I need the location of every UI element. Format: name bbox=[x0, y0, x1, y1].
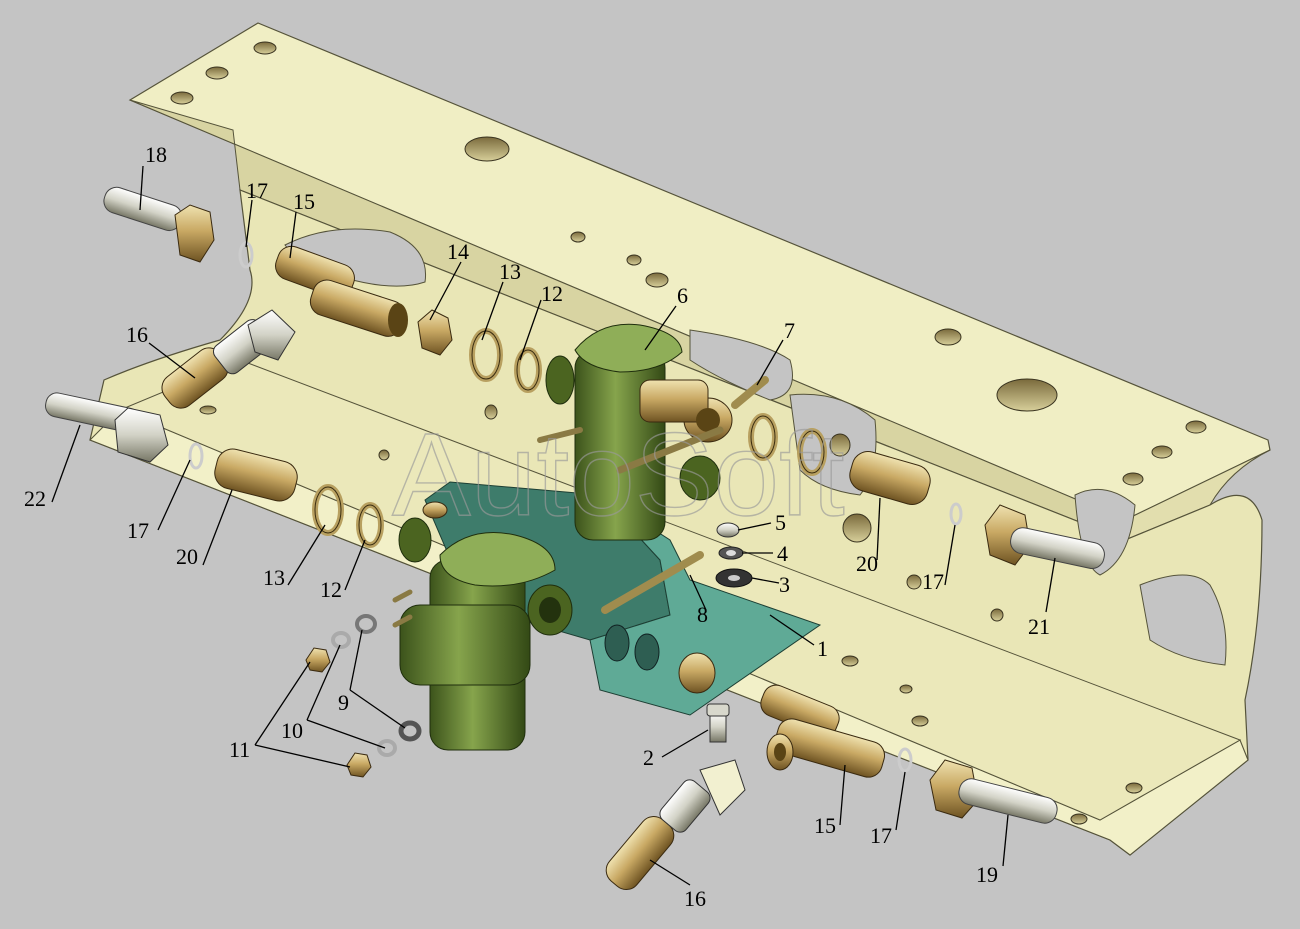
tee-fitting-15-upper bbox=[275, 245, 408, 337]
callout-7: 7 bbox=[784, 318, 795, 343]
callout-4: 4 bbox=[777, 541, 788, 566]
callout-18: 18 bbox=[145, 142, 167, 167]
callout-5: 5 bbox=[775, 510, 786, 535]
callout-14: 14 bbox=[447, 239, 469, 264]
callout-labels: 18 17 15 16 14 13 12 6 7 5 4 3 8 1 2 9 1… bbox=[24, 142, 1050, 911]
pipe-19 bbox=[929, 759, 1058, 824]
callout-11: 11 bbox=[229, 737, 250, 762]
pipe-18 bbox=[103, 186, 215, 263]
bolt-7 bbox=[731, 376, 769, 409]
callout-3: 3 bbox=[779, 572, 790, 597]
bolt-2 bbox=[706, 703, 730, 743]
callout-20-left: 20 bbox=[176, 544, 198, 569]
callout-13-left: 13 bbox=[263, 565, 285, 590]
callout-2: 2 bbox=[643, 745, 654, 770]
tee-fitting-15-lower bbox=[760, 684, 886, 778]
callout-15-bottom: 15 bbox=[814, 813, 836, 838]
stud-8 bbox=[601, 551, 704, 614]
frame-holes bbox=[170, 41, 1207, 825]
callout-21: 21 bbox=[1028, 614, 1050, 639]
valve-block-lower bbox=[392, 501, 573, 751]
watermark: AutoSoft bbox=[392, 409, 845, 541]
callout-20-right: 20 bbox=[856, 551, 878, 576]
callout-17-bottom: 17 bbox=[870, 823, 892, 848]
washers-and-nuts bbox=[305, 614, 422, 778]
callout-10: 10 bbox=[281, 718, 303, 743]
callout-12-left: 12 bbox=[320, 577, 342, 602]
callout-22: 22 bbox=[24, 486, 46, 511]
union-fitting-20-left bbox=[214, 448, 298, 502]
fasteners-3-4-5 bbox=[715, 522, 753, 588]
callout-17-left: 17 bbox=[127, 518, 149, 543]
valve-block-upper bbox=[537, 323, 733, 541]
callout-8: 8 bbox=[697, 602, 708, 627]
callout-16-left: 16 bbox=[126, 322, 148, 347]
sealing-rings bbox=[188, 241, 963, 773]
callout-15-top: 15 bbox=[293, 189, 315, 214]
nut-14 bbox=[417, 309, 453, 356]
callout-6: 6 bbox=[677, 283, 688, 308]
callout-12-top: 12 bbox=[541, 281, 563, 306]
callout-17-top: 17 bbox=[246, 178, 268, 203]
callout-9: 9 bbox=[338, 690, 349, 715]
pipe-22 bbox=[45, 392, 169, 463]
callout-16-bottom: 16 bbox=[684, 886, 706, 911]
callout-17-right: 17 bbox=[922, 569, 944, 594]
callout-13-top: 13 bbox=[499, 259, 521, 284]
hose-fitting-16-lower bbox=[605, 759, 746, 890]
union-fitting-20-right bbox=[849, 451, 931, 505]
callout-1: 1 bbox=[817, 636, 828, 661]
callout-19: 19 bbox=[976, 862, 998, 887]
leader-lines bbox=[51, 165, 1056, 886]
